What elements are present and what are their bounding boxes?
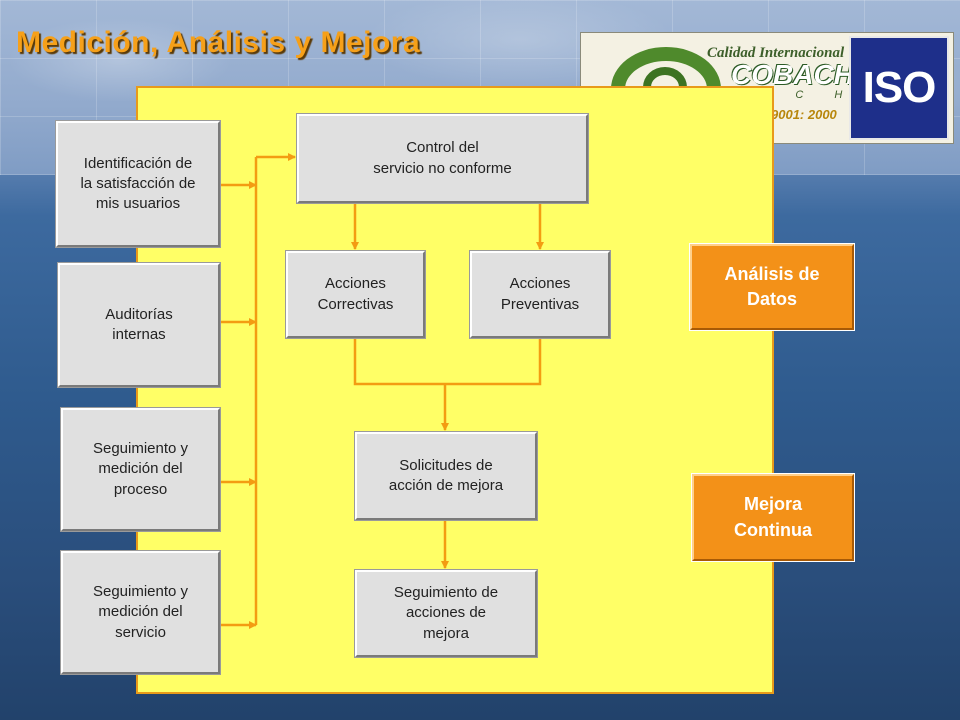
- logo-standard-text: 9001: 2000: [771, 107, 837, 122]
- page-title: Medición, Análisis y Mejora: [16, 26, 421, 59]
- iso-logo-text: ISO: [862, 63, 937, 112]
- box-solicitudes-accion-mejora: Solicitudes de acción de mejora: [354, 431, 538, 521]
- box-mejora-continua: Mejora Continua: [691, 473, 855, 562]
- input-seguimiento-servicio: Seguimiento y medición del servicio: [60, 550, 221, 675]
- iso-logo: ISO: [849, 36, 949, 140]
- box-analisis-de-datos: Análisis de Datos: [689, 243, 855, 331]
- input-seguimiento-proceso: Seguimiento y medición del proceso: [60, 407, 221, 532]
- box-seguimiento-acciones-mejora: Seguimiento de acciones de mejora: [354, 569, 538, 658]
- box-acciones-correctivas: Acciones Correctivas: [285, 250, 426, 339]
- input-satisfaccion-usuarios: Identificación de la satisfacción de mis…: [55, 120, 221, 248]
- box-acciones-preventivas: Acciones Preventivas: [469, 250, 611, 339]
- input-auditorias-internas: Auditorías internas: [57, 262, 221, 388]
- logo-quality-text: Calidad Internacional: [707, 45, 845, 61]
- box-control-servicio-no-conforme: Control del servicio no conforme: [296, 113, 589, 204]
- logo-cobach-text: COBACH: [731, 59, 854, 90]
